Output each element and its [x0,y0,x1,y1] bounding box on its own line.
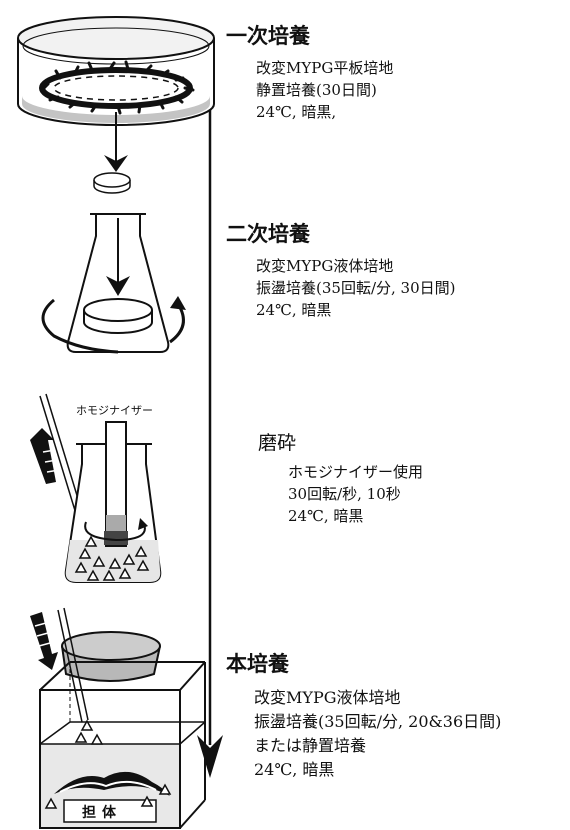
stage-1-line-2: 静置培養(30日間) [256,81,377,99]
carrier-box [63,799,157,823]
downward-block-arrow-icon [30,612,58,670]
stage-2-title: 二次培養 [226,222,310,246]
stage-4-title: 本培養 [226,652,289,676]
fragments-icon [74,535,150,581]
homogenizer-flask-icon [64,421,162,583]
stage-3-line-2: 30回転/秒, 10秒 [288,485,401,503]
stage-3-line-3: 24℃, 暗黒 [288,507,364,525]
upward-block-arrow-icon [30,428,60,484]
mycelium-ring [39,60,195,115]
stage-4-line-1: 改変MYPG液体培地 [254,688,401,707]
stage-1-title: 一次培養 [226,24,310,48]
pipette-icon-2 [57,607,89,723]
stage-3-title: 磨砕 [258,432,297,454]
stage-1-line-3: 24℃, 暗黒, [256,103,337,121]
mycelium-mat-icon [54,771,170,796]
carrier-label: 担体 [82,805,122,821]
petri-dish-icon [17,16,215,126]
culture-vessel-icon [61,631,161,682]
inoculum-fragments-icon [44,719,172,809]
rotation-arrow-icon [41,296,186,354]
stage-4-line-4: 24℃, 暗黒 [254,760,335,779]
homogenizer-label: ホモジナイザー [76,404,153,417]
agar-disc-icon [93,172,131,194]
shake-flask-icon [66,213,170,353]
stage-1-line-1: 改変MYPG平板培地 [256,59,394,77]
stage-2-line-1: 改変MYPG液体培地 [256,257,394,275]
stage-3-line-1: ホモジナイザー使用 [288,463,424,481]
stage-4-line-2: 振盪培養(35回転/分, 20&36日間) [254,712,502,731]
stage-2-line-2: 振盪培養(35回転/分, 30日間) [256,279,456,297]
timeline-arrow [197,88,223,778]
stage-2-line-3: 24℃, 暗黒 [256,301,332,319]
stage-4-line-3: または静置培養 [254,736,367,755]
